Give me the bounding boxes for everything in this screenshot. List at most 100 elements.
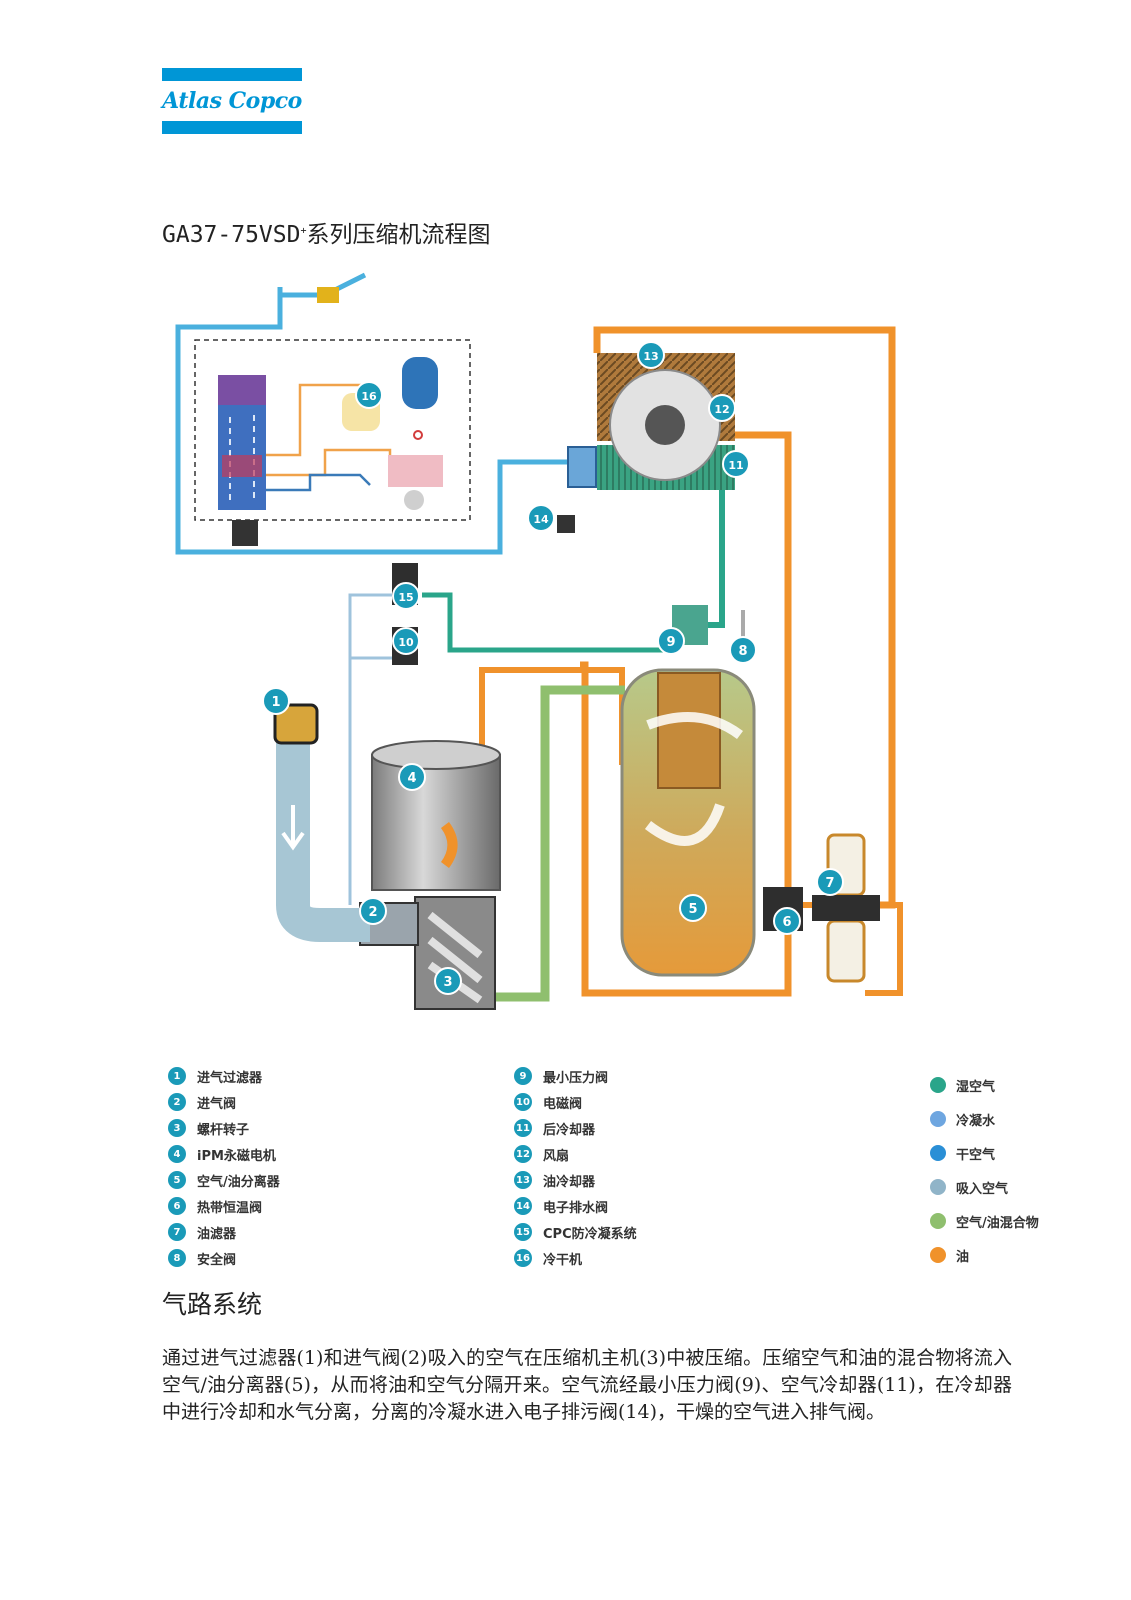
svg-text:6: 6 [782, 915, 791, 930]
legend-number: 16 [514, 1249, 532, 1267]
svg-text:1: 1 [271, 695, 280, 710]
marker-8: 8 [729, 636, 757, 664]
fan-hub [645, 405, 685, 445]
flow-diagram: 1 2 3 4 5 6 7 8 9 10 11 12 13 14 15 16 [175, 272, 903, 1010]
flow-swatch [930, 1213, 946, 1229]
marker-2: 2 [359, 897, 387, 925]
flow-label: 湿空气 [956, 1079, 996, 1095]
intake-filter [273, 703, 319, 745]
motor-internal-flow [440, 822, 458, 868]
svg-text:13: 13 [643, 350, 658, 363]
flow-swatch [930, 1179, 946, 1195]
flow-label: 油 [956, 1249, 970, 1265]
legend-number: 14 [514, 1197, 532, 1215]
legend-item: 5 空气/油分离器 [168, 1167, 280, 1193]
refrigerant-compressor [402, 357, 438, 409]
flow-swatch [930, 1077, 946, 1093]
legend-number: 15 [514, 1223, 532, 1241]
legend-label: 油滤器 [197, 1226, 237, 1242]
marker-16: 16 [355, 381, 383, 409]
legend-label: 风扇 [543, 1148, 570, 1164]
marker-9: 9 [657, 627, 685, 655]
legend-number: 8 [168, 1249, 186, 1267]
flow-swatch [930, 1145, 946, 1161]
svg-text:4: 4 [407, 771, 416, 786]
svg-text:15: 15 [398, 591, 413, 604]
svg-text:14: 14 [533, 513, 549, 526]
drain-valve-dryer [232, 520, 258, 546]
heat-exchanger-top [218, 375, 266, 405]
marker-6: 6 [773, 907, 801, 935]
flow-legend-item: 吸入空气 [930, 1170, 1039, 1204]
legend-number: 13 [514, 1171, 532, 1189]
legend-number: 7 [168, 1223, 186, 1241]
title-sup: + [300, 225, 307, 237]
electronic-drain [557, 515, 575, 533]
legend-label: iPM永磁电机 [197, 1148, 276, 1164]
air-oil-line [495, 685, 625, 1002]
marker-14: 14 [527, 504, 555, 532]
legend-item: 8 安全阀 [168, 1245, 280, 1271]
intake-arrow [281, 805, 305, 851]
marker-5: 5 [679, 894, 707, 922]
section-body: 通过进气过滤器(1)和进气阀(2)吸入的空气在压缩机主机(3)中被压缩。压缩空气… [162, 1347, 1012, 1423]
legend-flow-colors: 湿空气 冷凝水 干空气 吸入空气 空气/油混合物 油 [930, 1068, 1039, 1272]
dryer-dashed-box [194, 339, 471, 521]
marker-4: 4 [398, 763, 426, 791]
legend-item: 15 CPC防冷凝系统 [514, 1219, 637, 1245]
flow-legend-item: 冷凝水 [930, 1102, 1039, 1136]
flow-legend-item: 空气/油混合物 [930, 1204, 1039, 1238]
legend-number: 11 [514, 1119, 532, 1137]
outlet-ball-valve [317, 287, 339, 303]
condenser-fan [404, 490, 424, 510]
logo-bottom-bar [162, 121, 302, 134]
exchanger-inner-flow [229, 415, 255, 500]
svg-text:7: 7 [825, 876, 834, 891]
flow-swatch [930, 1111, 946, 1127]
flow-label: 吸入空气 [956, 1181, 1009, 1197]
separator-swirl [644, 712, 743, 846]
legend-number: 10 [514, 1093, 532, 1111]
refrigerant-line-blue [266, 473, 371, 492]
flow-legend-item: 干空气 [930, 1136, 1039, 1170]
page-title: GA37-75VSD+系列压缩机流程图 [162, 215, 491, 249]
legend-number: 5 [168, 1171, 186, 1189]
svg-text:8: 8 [738, 644, 747, 659]
legend-label: 空气/油分离器 [197, 1174, 280, 1190]
marker-10: 10 [392, 627, 420, 655]
legend-label: 安全阀 [197, 1252, 237, 1268]
legend-item: 4 iPM永磁电机 [168, 1141, 280, 1167]
legend-number: 4 [168, 1145, 186, 1163]
control-line [348, 593, 400, 905]
svg-text:12: 12 [714, 403, 729, 416]
legend-label: 进气阀 [197, 1096, 237, 1112]
legend-label: 最小压力阀 [543, 1070, 609, 1086]
title-rest: 系列压缩机流程图 [306, 222, 491, 248]
marker-1: 1 [262, 687, 290, 715]
legend-number: 2 [168, 1093, 186, 1111]
oil-filter-bottom [826, 919, 866, 983]
oil-line-to-motor [479, 667, 625, 765]
legend-label: CPC防冷凝系统 [543, 1226, 637, 1242]
marker-12: 12 [708, 394, 736, 422]
legend-number: 3 [168, 1119, 186, 1137]
atlas-copco-logo: Atlas Copco [162, 68, 302, 134]
flow-swatch [930, 1247, 946, 1263]
diagram-markers: 1 2 3 4 5 6 7 8 9 10 11 12 13 14 15 16 [262, 341, 844, 995]
dryer-unit [175, 272, 580, 555]
section-title: 气路系统 [162, 1290, 263, 1319]
svg-text:5: 5 [688, 902, 697, 917]
aftercooler-separator [567, 446, 597, 488]
svg-text:10: 10 [398, 636, 414, 649]
